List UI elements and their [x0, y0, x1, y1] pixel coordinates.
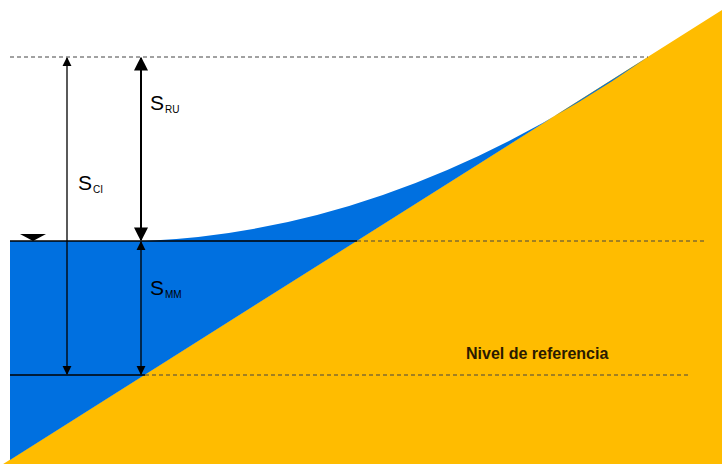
water-level-symbol — [20, 234, 46, 241]
reference-level-dashed — [145, 375, 690, 376]
reference-level-line — [10, 374, 145, 375]
dimension-subscript: RU — [165, 105, 179, 115]
runup-arrow — [140, 58, 142, 240]
dimension-subscript: CI — [93, 185, 103, 195]
total-level-arrow — [66, 58, 67, 374]
mean-sea-level-dashed — [357, 241, 705, 242]
dimension-symbol: S — [150, 277, 164, 298]
mean-sea-level-line — [10, 240, 357, 241]
tide-arrow — [140, 242, 141, 374]
runup-level-line — [10, 57, 648, 58]
dimension-symbol: S — [150, 92, 164, 113]
land-slope — [0, 10, 722, 464]
dimension-symbol: S — [78, 172, 92, 193]
dimension-subscript: MM — [165, 290, 182, 300]
reference-level-label: Nivel de referencia — [466, 346, 608, 362]
water-body — [10, 57, 648, 460]
